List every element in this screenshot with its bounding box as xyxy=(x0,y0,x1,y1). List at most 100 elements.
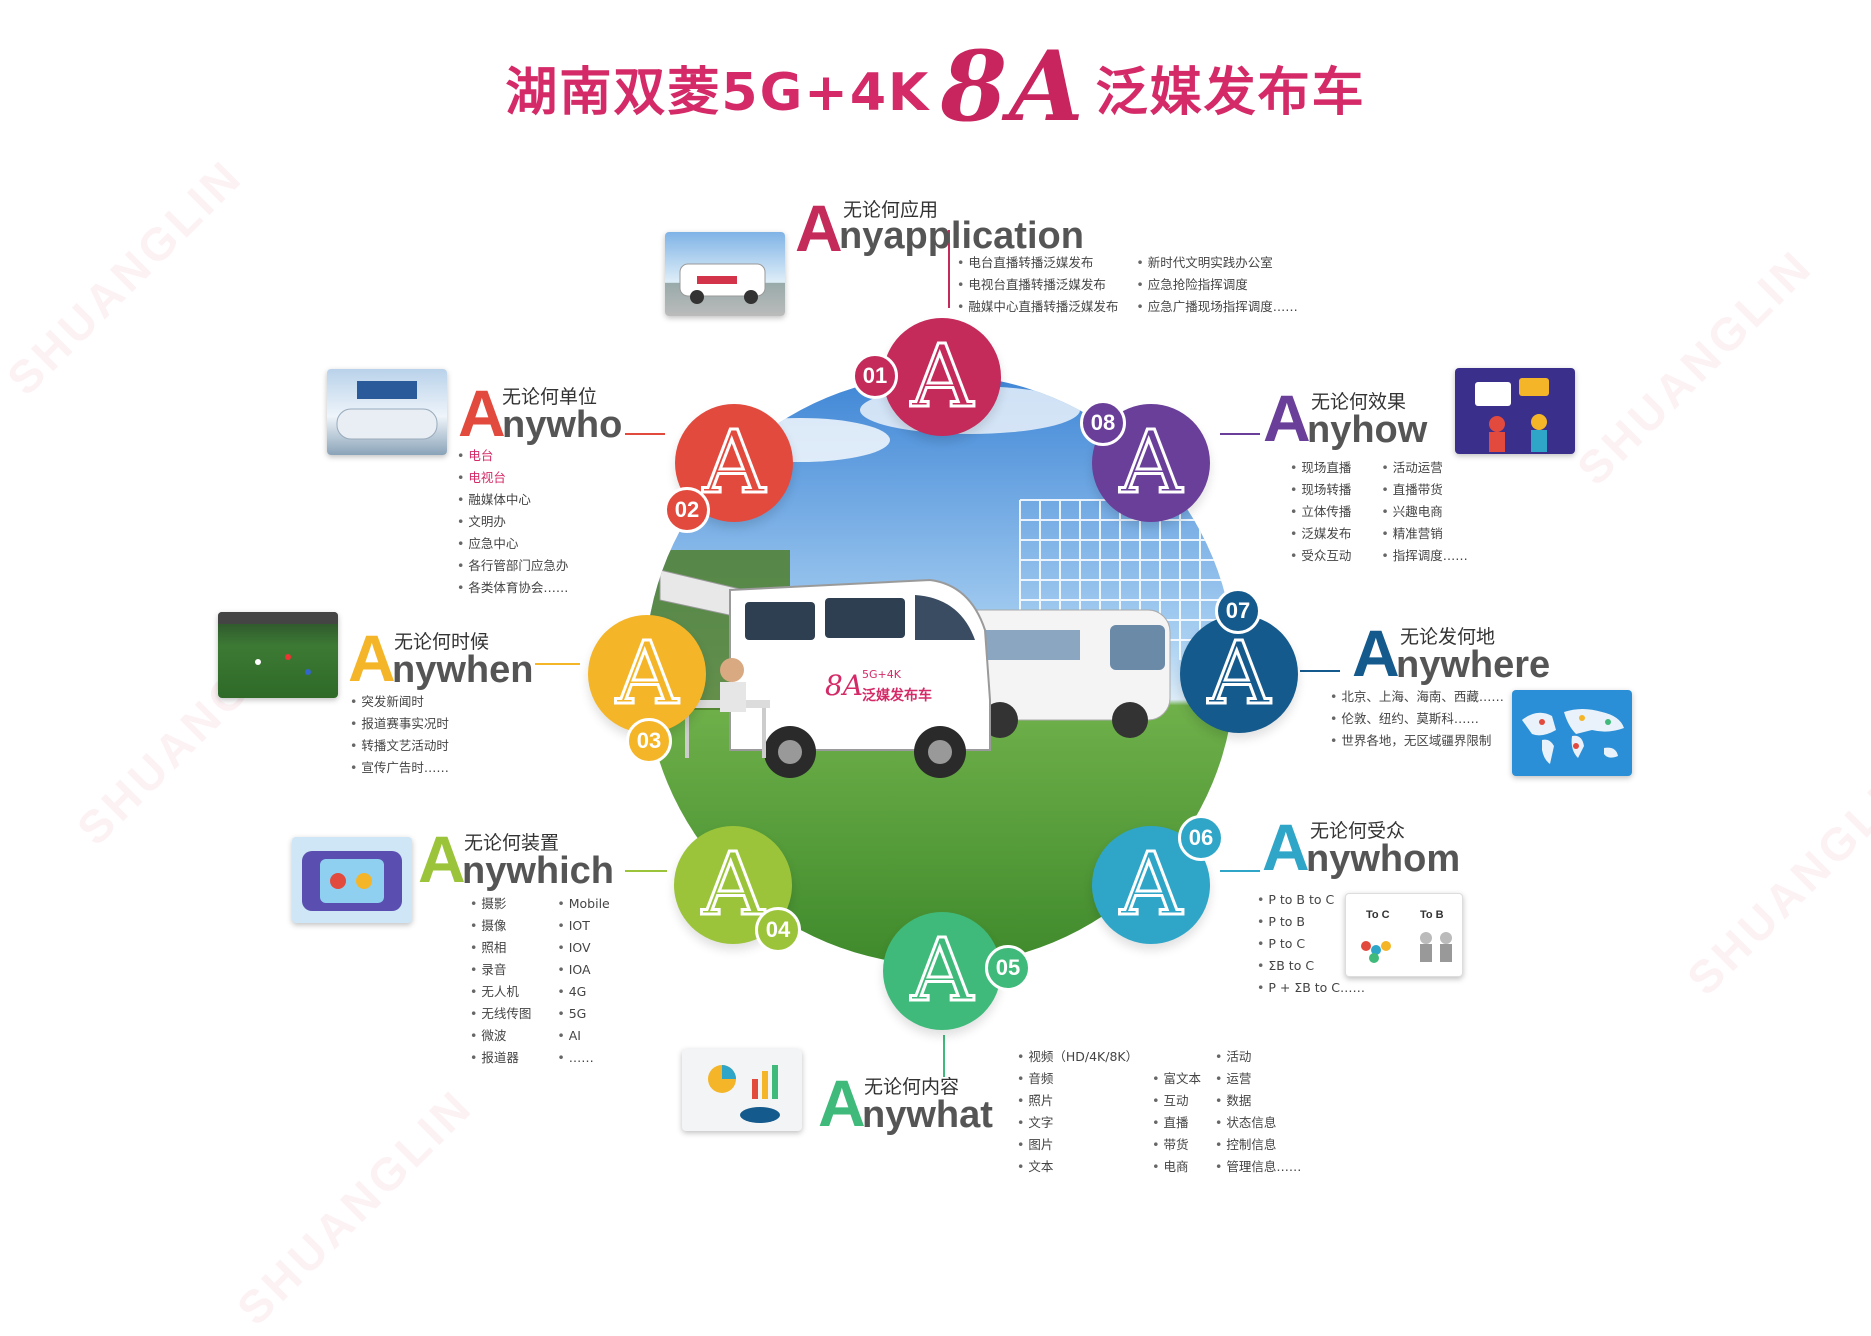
heading-word: nywhom xyxy=(1306,838,1461,880)
connector-03 xyxy=(535,663,580,665)
van-logo: 8A xyxy=(825,669,863,702)
list-anywhere: 北京、上海、海南、西藏……伦敦、纽约、莫斯科……世界各地，无区域疆界限制 xyxy=(1330,686,1522,752)
list-item: 文字 xyxy=(1017,1112,1138,1134)
list-item: 受众互动 xyxy=(1290,545,1351,567)
badge-01[interactable]: A xyxy=(883,318,1001,436)
connector-02 xyxy=(625,433,665,435)
list-item: 宣传广告时…… xyxy=(350,757,449,779)
list-anywho: 电台电视台融媒体中心文明办应急中心各行管部门应急办各类体育协会…… xyxy=(457,445,586,599)
heading-cap: A xyxy=(1352,616,1400,690)
list-item: P to B xyxy=(1257,911,1365,933)
badge-07[interactable]: A xyxy=(1180,615,1298,733)
list-item: 摄像 xyxy=(470,915,531,937)
thumb-device-illustration xyxy=(292,837,412,923)
list-item: 各类体育协会…… xyxy=(457,577,568,599)
list-anywhich: 摄影摄像照相录音无人机无线传图微波报道器MobileIOTIOVIOA4G5GA… xyxy=(470,893,628,1069)
list-item: 带货 xyxy=(1152,1134,1201,1156)
badge-08[interactable]: A xyxy=(1092,404,1210,522)
list-item: P + ΣB to C…… xyxy=(1257,977,1365,999)
list-item: 转播文艺活动时 xyxy=(350,735,449,757)
label-to-b: To B xyxy=(1420,909,1444,921)
heading-word: nywhen xyxy=(392,649,534,691)
title-prefix: 湖南双菱5G+4K xyxy=(505,63,931,123)
list-item: …… xyxy=(557,1047,609,1069)
heading-word: nywhere xyxy=(1396,644,1551,686)
list-item: 图片 xyxy=(1017,1134,1138,1156)
van-secondary xyxy=(939,609,1171,738)
list-item: 管理信息…… xyxy=(1215,1156,1301,1178)
connector-05 xyxy=(943,1035,945,1077)
badge-glyph: A xyxy=(701,413,766,513)
list-item: 电视台 xyxy=(457,467,568,489)
van-line1: 5G+4K xyxy=(862,668,902,681)
heading-subtitle: 无论何效果 xyxy=(1311,391,1407,413)
list-item: 文本 xyxy=(1017,1156,1138,1178)
list-item: 录音 xyxy=(470,959,531,981)
heading-cap: A xyxy=(818,1066,866,1140)
list-anyapplication: 电台直播转播泛媒发布电视台直播转播泛媒发布融媒中心直播转播泛媒发布新时代文明实践… xyxy=(957,252,1298,318)
thumb-studio-photo xyxy=(327,369,447,455)
list-item: 精准营销 xyxy=(1381,523,1467,545)
list-item: 融媒中心直播转播泛媒发布 xyxy=(957,296,1118,318)
heading-subtitle: 无论发何地 xyxy=(1400,626,1496,648)
list-item: 照相 xyxy=(470,937,531,959)
heading-word: nyhow xyxy=(1307,409,1428,451)
list-item: 立体传播 xyxy=(1290,501,1351,523)
list-item: 现场转播 xyxy=(1290,479,1351,501)
list-anywhat: 视频（HD/4K/8K）音频照片文字图片文本.富文本互动直播带货电商活动运营数据… xyxy=(1017,1046,1301,1178)
list-item: 无人机 xyxy=(470,981,531,1003)
list-item: 电台 xyxy=(457,445,568,467)
connector-04 xyxy=(625,870,667,872)
label-to-c: To C xyxy=(1366,909,1390,921)
badge-05[interactable]: A xyxy=(883,912,1001,1030)
badge-03[interactable]: A xyxy=(588,615,706,733)
list-item: 报道器 xyxy=(470,1047,531,1069)
list-item: P to C xyxy=(1257,933,1365,955)
list-item: 电台直播转播泛媒发布 xyxy=(957,252,1118,274)
heading-subtitle: 无论何单位 xyxy=(502,386,598,408)
heading-cap: A xyxy=(348,621,396,695)
list-anywhom: P to B to CP to BP to CΣB to CP + ΣB to … xyxy=(1257,889,1383,999)
list-item: 音频 xyxy=(1017,1068,1138,1090)
van-line2: 泛媒发布车 xyxy=(862,687,932,704)
list-item: 泛媒发布 xyxy=(1290,523,1351,545)
list-item: 活动 xyxy=(1215,1046,1301,1068)
thumb-world-map xyxy=(1512,690,1632,776)
heading-cap: A xyxy=(458,376,506,450)
heading-subtitle: 无论何应用 xyxy=(843,199,939,221)
list-item: 微波 xyxy=(470,1025,531,1047)
badge-glyph: A xyxy=(909,921,974,1021)
list-item: 应急中心 xyxy=(457,533,568,555)
list-item: 5G xyxy=(557,1003,609,1025)
list-item: 互动 xyxy=(1152,1090,1201,1112)
badge-glyph: A xyxy=(1118,835,1183,935)
list-anyhow: 现场直播现场转播立体传播泛媒发布受众互动活动运营直播带货兴趣电商精准营销指挥调度… xyxy=(1290,457,1486,567)
connector-08 xyxy=(1220,433,1260,435)
list-item: 活动运营 xyxy=(1381,457,1467,479)
badge-glyph: A xyxy=(614,624,679,724)
list-item: 控制信息 xyxy=(1215,1134,1301,1156)
list-item: 现场直播 xyxy=(1290,457,1351,479)
connector-01 xyxy=(948,230,950,308)
badge-number-04: 04 xyxy=(755,907,801,953)
list-item: 新时代文明实践办公室 xyxy=(1136,252,1297,274)
heading-word: nywhat xyxy=(862,1094,993,1136)
list-item: 融媒体中心 xyxy=(457,489,568,511)
heading-subtitle: 无论何装置 xyxy=(464,832,560,854)
badge-number-03: 03 xyxy=(626,718,672,764)
list-item: 应急广播现场指挥调度…… xyxy=(1136,296,1298,318)
list-item: 兴趣电商 xyxy=(1381,501,1467,523)
heading-subtitle: 无论何受众 xyxy=(1310,820,1406,842)
connector-06 xyxy=(1220,870,1260,872)
list-anywhen: 突发新闻时报道赛事实况时转播文艺活动时宣传广告时…… xyxy=(350,691,467,779)
badge-glyph: A xyxy=(1118,413,1183,513)
list-item: 数据 xyxy=(1215,1090,1301,1112)
list-item: 各行管部门应急办 xyxy=(457,555,568,577)
heading-word: nyapplication xyxy=(839,215,1084,257)
list-item: AI xyxy=(557,1025,609,1047)
thumb-presentation-illustration xyxy=(1455,368,1575,454)
badge-number-01: 01 xyxy=(852,353,898,399)
list-item: 运营 xyxy=(1215,1068,1301,1090)
heading-cap: A xyxy=(1263,381,1311,455)
